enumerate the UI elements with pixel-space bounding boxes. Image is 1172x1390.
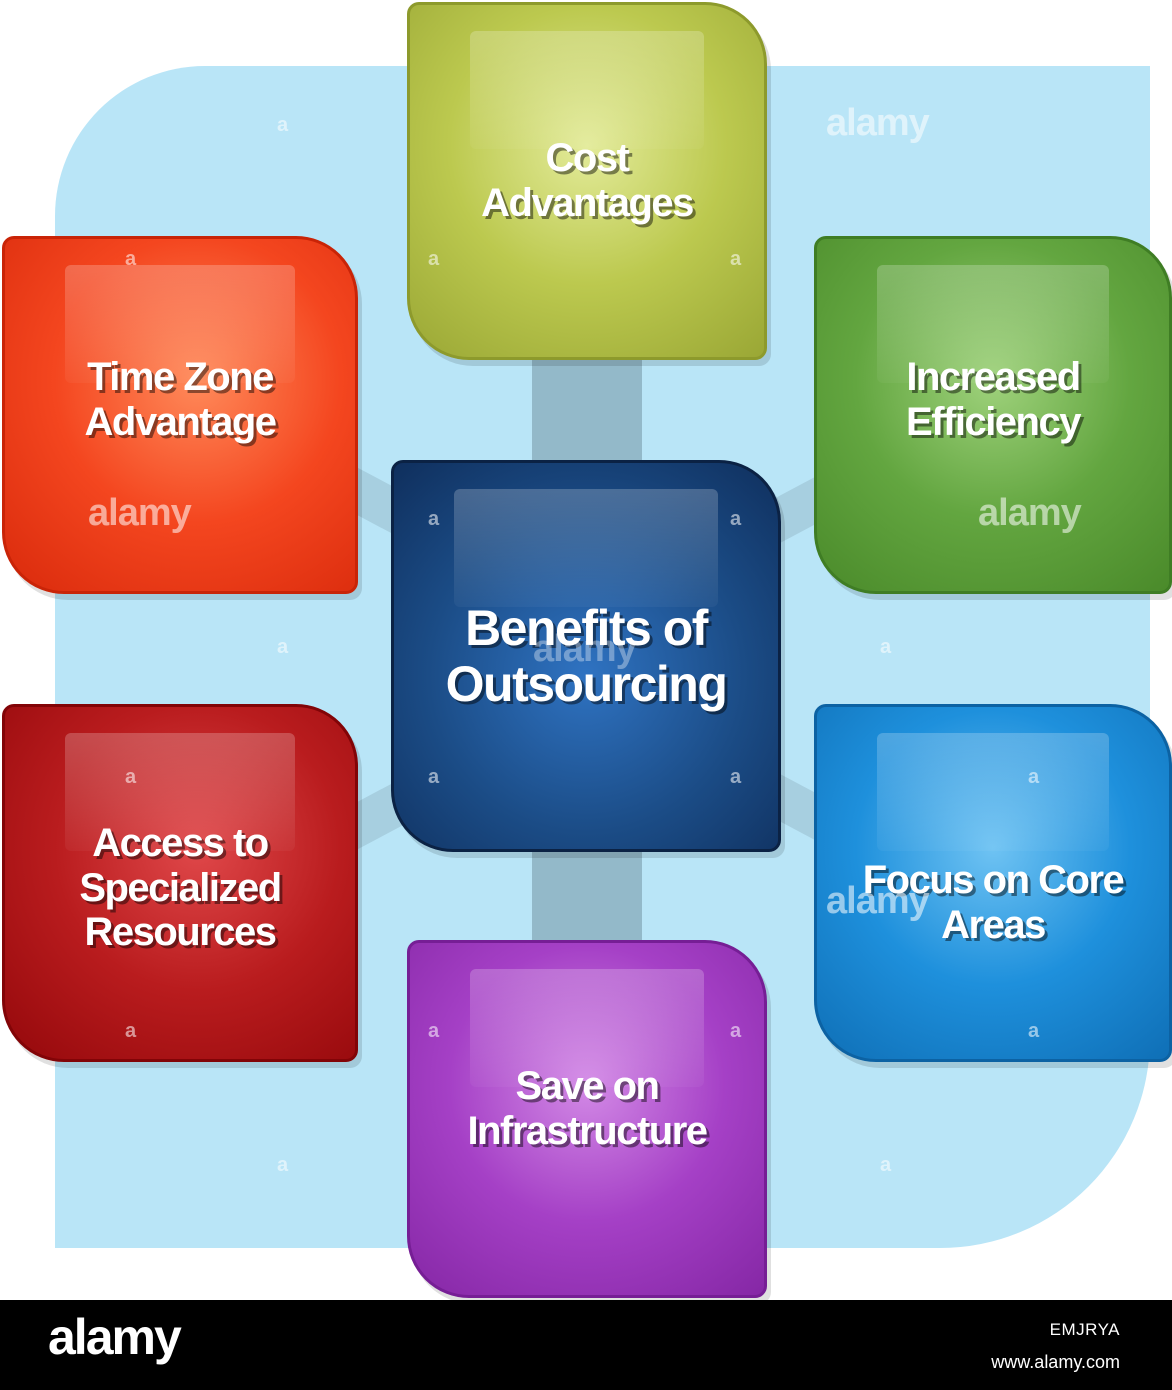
- node-label-time-zone-advantage: Time Zone Advantage: [84, 355, 278, 444]
- node-time-zone-advantage: Time Zone Advantage: [2, 236, 358, 594]
- diagram-canvas: Cost Advantages Time Zone Advantage Incr…: [2, 2, 1172, 1298]
- node-access-specialized-resources: Access to Specialized Resources: [2, 704, 358, 1062]
- node-cost-advantages: Cost Advantages: [407, 2, 767, 360]
- node-label-save-on-infrastructure: Save on Infrastructure: [467, 1064, 708, 1153]
- node-label-cost-advantages: Cost Advantages: [481, 136, 694, 225]
- node-gloss: [470, 31, 704, 149]
- center-node-label: Benefits of Outsourcing: [445, 600, 728, 712]
- node-label-focus-on-core-areas: Focus on Core Areas: [862, 858, 1125, 947]
- node-label-access-specialized-resources: Access to Specialized Resources: [79, 820, 282, 955]
- connector-top: [532, 350, 642, 470]
- node-save-on-infrastructure: Save on Infrastructure: [407, 940, 767, 1298]
- footer-logo: alamy: [48, 1309, 182, 1365]
- node-gloss: [454, 489, 718, 607]
- node-label-increased-efficiency: Increased Efficiency: [906, 355, 1081, 444]
- center-node-benefits-of-outsourcing: Benefits of Outsourcing: [391, 460, 781, 852]
- node-increased-efficiency: Increased Efficiency: [814, 236, 1172, 594]
- node-gloss: [877, 733, 1109, 851]
- footer-image-id: EMJRYA: [1049, 1320, 1120, 1339]
- footer-bar: alamy EMJRYA www.alamy.com: [0, 1300, 1172, 1390]
- footer-site: www.alamy.com: [991, 1352, 1120, 1372]
- node-focus-on-core-areas: Focus on Core Areas: [814, 704, 1172, 1062]
- connector-bottom: [532, 845, 642, 945]
